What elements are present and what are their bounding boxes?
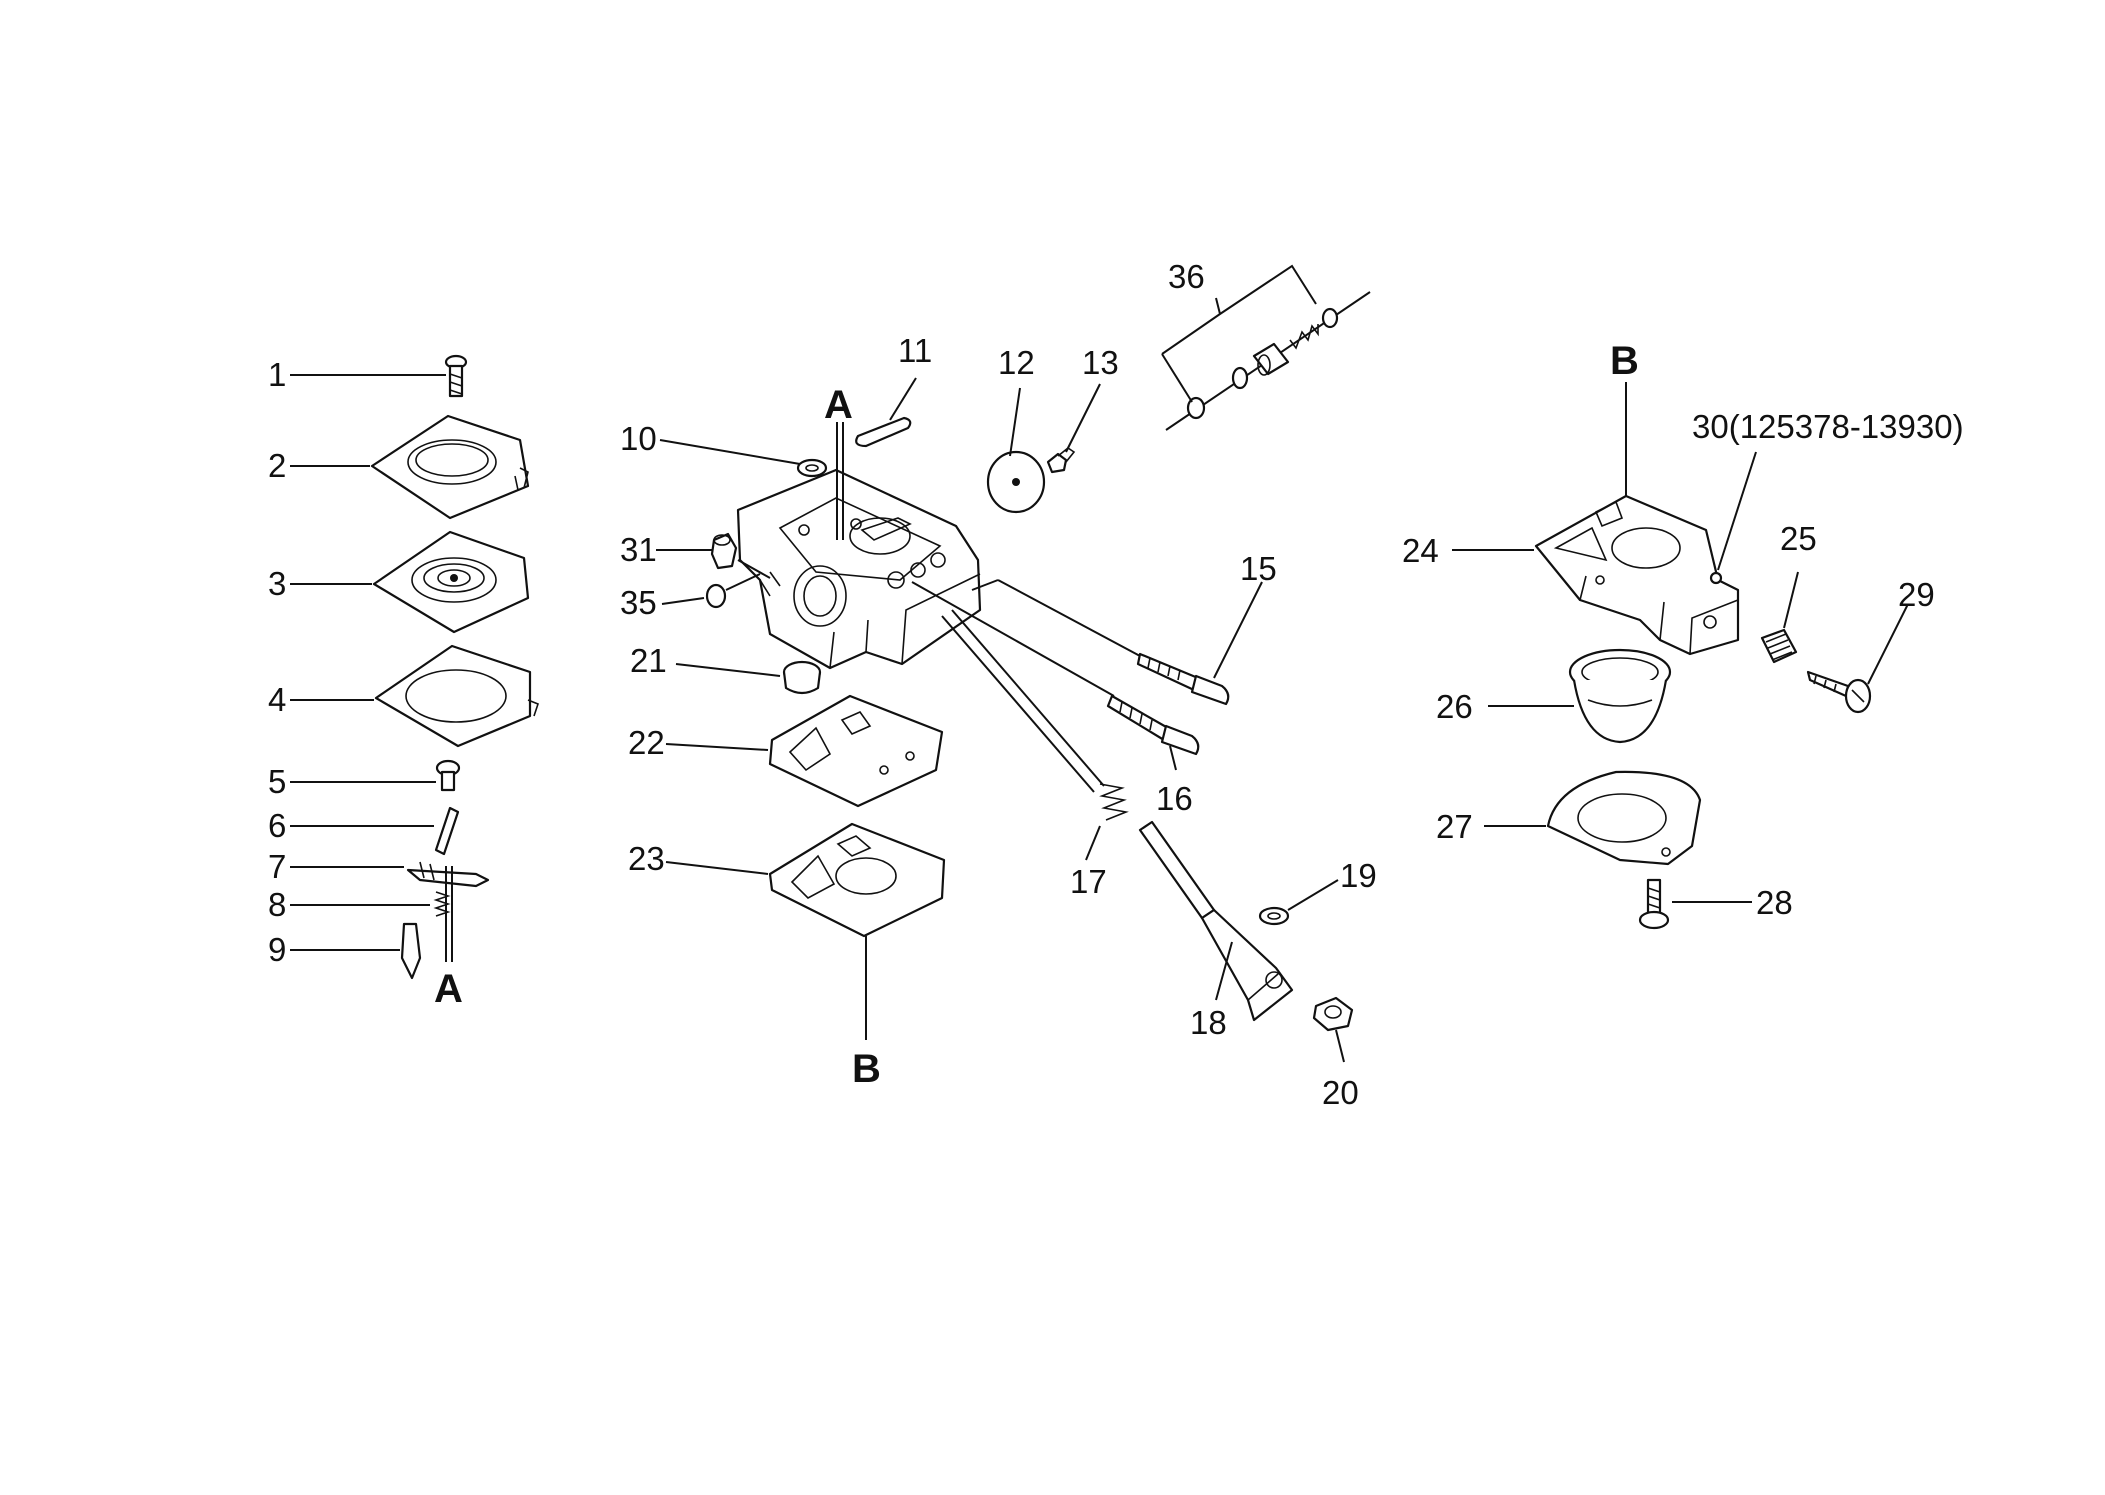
part-11-pin (855, 416, 912, 448)
label-27: 27 (1436, 808, 1473, 845)
part-25-spring (1760, 628, 1798, 664)
axis-16 (911, 581, 1115, 697)
part-18-throttle-shaft (1138, 820, 1294, 1022)
part-22-gasket (768, 694, 944, 808)
part-2-pump-cover (370, 414, 530, 520)
label-23: 23 (628, 840, 665, 877)
part-carburetor-body (736, 468, 982, 670)
leader-10 (659, 439, 801, 465)
part-26-primer-bulb (1568, 648, 1672, 744)
axis-15 (997, 579, 1141, 657)
leader-16 (1169, 745, 1177, 771)
label-11: 11 (898, 332, 932, 369)
part-35-o-ring (705, 583, 727, 609)
leader-25 (1783, 571, 1799, 629)
leader-30 (1717, 451, 1757, 571)
bracket-36 (1161, 264, 1317, 355)
leader-13 (1065, 383, 1101, 453)
label-12: 12 (998, 344, 1035, 381)
label-36: 36 (1168, 258, 1205, 295)
label-15: 15 (1240, 550, 1277, 587)
leader-20 (1335, 1029, 1345, 1063)
leader-19 (1287, 879, 1339, 911)
leader-23 (665, 861, 769, 875)
leader-18 (1215, 941, 1233, 1001)
label-26: 26 (1436, 688, 1473, 725)
label-31: 31 (620, 531, 657, 568)
part-16-adjusting-needle (1106, 694, 1200, 756)
ref-mark-a-upper: A (824, 383, 853, 427)
part-7-metering-lever (406, 861, 490, 888)
part-31-fitting (710, 532, 738, 570)
label-24: 24 (1402, 532, 1439, 569)
part-9-inlet-needle (400, 922, 422, 980)
label-6: 6 (268, 807, 286, 844)
label-35: 35 (620, 584, 657, 621)
label-13: 13 (1082, 344, 1119, 381)
label-28: 28 (1756, 884, 1793, 921)
label-2: 2 (268, 447, 286, 484)
label-8: 8 (268, 886, 286, 923)
label-18: 18 (1190, 1004, 1227, 1041)
leader-21 (675, 663, 781, 677)
leader-35 (661, 597, 705, 605)
leader-11 (889, 377, 917, 421)
label-5: 5 (268, 763, 286, 800)
leader-15 (1213, 581, 1263, 679)
part-17-spring (1099, 783, 1129, 821)
leader-29 (1867, 603, 1909, 685)
part-8-spring (433, 891, 451, 917)
label-29: 29 (1898, 576, 1935, 613)
part-28-screw (1638, 878, 1670, 930)
leader-17 (1085, 825, 1101, 861)
label-7: 7 (268, 848, 286, 885)
leader-22 (665, 743, 769, 751)
leader-12 (1009, 387, 1021, 457)
part-10-clip (796, 458, 828, 478)
part-20-nut (1312, 996, 1354, 1032)
label-3: 3 (268, 565, 286, 602)
part-27-bulb-retainer (1546, 770, 1702, 866)
part-13-screw (1046, 447, 1076, 474)
label-21: 21 (630, 642, 667, 679)
label-30: 30(125378-13930) (1692, 408, 1964, 445)
part-5-screw (435, 759, 461, 792)
label-19: 19 (1340, 857, 1377, 894)
label-16: 16 (1156, 780, 1193, 817)
part-6-lever-pin (434, 806, 460, 856)
label-22: 22 (628, 724, 665, 761)
part-19-e-clip (1258, 906, 1290, 926)
part-29-screw (1806, 670, 1872, 714)
part-21-filter (782, 660, 822, 695)
part-3-metering-diaphragm (372, 530, 530, 634)
label-9: 9 (268, 931, 286, 968)
label-25: 25 (1780, 520, 1817, 557)
label-20: 20 (1322, 1074, 1359, 1111)
part-24-pump-body (1534, 494, 1740, 656)
label-4: 4 (268, 681, 286, 718)
part-15-adjusting-needle (1136, 652, 1230, 706)
part-23-metering-plate (768, 822, 946, 938)
ref-mark-b-lower: B (852, 1047, 881, 1091)
part-12-throttle-plate (986, 450, 1046, 514)
part-1-screw (444, 354, 468, 398)
ref-mark-a-lower: A (434, 967, 463, 1011)
label-10: 10 (620, 420, 657, 457)
axis-17 (951, 609, 1105, 787)
label-17: 17 (1070, 863, 1107, 900)
ref-mark-b-upper: B (1610, 339, 1639, 383)
part-30-check-valve (1709, 571, 1723, 585)
part-4-gasket (374, 644, 539, 748)
part-36-shaft-kit (1186, 307, 1339, 420)
label-1: 1 (268, 356, 286, 393)
